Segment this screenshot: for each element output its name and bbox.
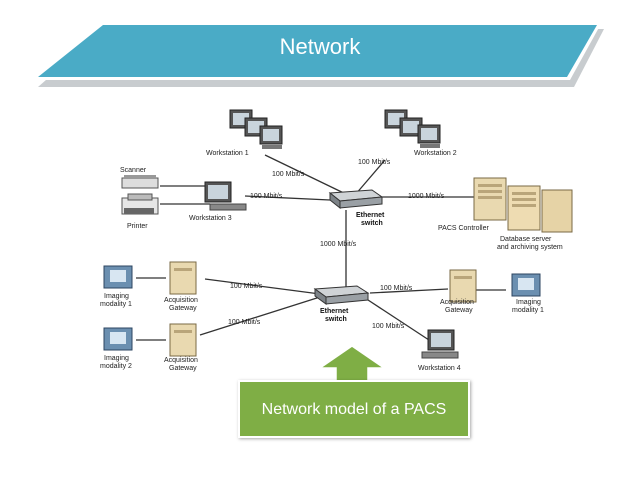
link-speed-gateway-left-bottom: 100 Mbit/s bbox=[228, 319, 261, 326]
pacs-controller-label: PACS Controller bbox=[438, 225, 490, 232]
link-speed-ws3: 100 Mbit/s bbox=[250, 193, 283, 200]
imaging-modality-1-right-icon bbox=[511, 273, 541, 297]
acquisition-gateway-left-top-icon bbox=[169, 261, 197, 295]
scanner-label: Scanner bbox=[120, 167, 147, 174]
acquisition-gateway-left-top-label-2: Gateway bbox=[169, 305, 197, 312]
workstation-1-label: Workstation 1 bbox=[206, 150, 249, 157]
database-server-label-1: Database server bbox=[500, 236, 552, 243]
pacs-controller-icon bbox=[473, 177, 507, 221]
workstation-1-icon bbox=[229, 109, 283, 149]
ethernet-switch-upper-label-1: Ethernet bbox=[356, 212, 385, 219]
workstation-4-label: Workstation 4 bbox=[418, 365, 461, 372]
workstation-2-label: Workstation 2 bbox=[414, 150, 457, 157]
database-server-label-2: and archiving system bbox=[497, 244, 563, 251]
ethernet-switch-upper-label-2: switch bbox=[361, 220, 383, 227]
imaging-modality-2-left-label-2: modality 2 bbox=[100, 363, 132, 370]
acquisition-gateway-left-bottom-label-2: Gateway bbox=[169, 365, 197, 372]
title-banner bbox=[34, 22, 604, 87]
workstation-4-icon bbox=[421, 329, 459, 359]
imaging-modality-2-left-label-1: Imaging bbox=[104, 355, 129, 362]
ethernet-switch-lower-icon bbox=[313, 285, 370, 305]
link-speed-backbone: 1000 Mbit/s bbox=[320, 241, 357, 248]
scanner-icon bbox=[121, 175, 159, 189]
link-speed-pacs: 1000 Mbit/s bbox=[408, 193, 445, 200]
workstation-2-icon bbox=[384, 109, 441, 148]
imaging-modality-1-right-label-2: modality 1 bbox=[512, 307, 544, 314]
acquisition-gateway-right-label-2: Gateway bbox=[445, 307, 473, 314]
acquisition-gateway-left-bottom-icon bbox=[169, 323, 197, 357]
ethernet-switch-upper-icon bbox=[328, 189, 384, 210]
callout-text: Network model of a PACS bbox=[261, 400, 447, 418]
link-speed-gateway-left-top: 100 Mbit/s bbox=[230, 283, 263, 290]
printer-icon bbox=[121, 193, 159, 215]
connection-lines bbox=[136, 154, 506, 343]
link-speed-ws2: 100 Mbit/s bbox=[358, 159, 391, 166]
link-speed-ws1: 100 Mbit/s bbox=[272, 171, 305, 178]
imaging-modality-2-left-icon bbox=[103, 327, 133, 351]
imaging-modality-1-left-label-1: Imaging bbox=[104, 293, 129, 300]
acquisition-gateway-right-icon bbox=[449, 269, 477, 303]
acquisition-gateway-left-top-label-1: Acquisition bbox=[164, 297, 198, 304]
slide-title: Network bbox=[279, 34, 361, 59]
acquisition-gateway-right-label-1: Acquisition bbox=[440, 299, 474, 306]
callout-box: Network model of a PACS bbox=[238, 380, 470, 438]
acquisition-gateway-left-bottom-label-1: Acquisition bbox=[164, 357, 198, 364]
imaging-modality-1-left-label-2: modality 1 bbox=[100, 301, 132, 308]
workstation-3-label: Workstation 3 bbox=[189, 215, 232, 222]
printer-label: Printer bbox=[127, 223, 148, 230]
link-speed-ws4: 100 Mbit/s bbox=[372, 323, 405, 330]
link-speed-gateway-right: 100 Mbit/s bbox=[380, 285, 413, 292]
database-server-icon bbox=[507, 185, 573, 233]
ethernet-switch-lower-label-2: switch bbox=[325, 316, 347, 323]
up-arrow-icon bbox=[317, 345, 387, 383]
workstation-3-icon bbox=[204, 181, 247, 211]
ethernet-switch-lower-label-1: Ethernet bbox=[320, 308, 349, 315]
imaging-modality-1-right-label-1: Imaging bbox=[516, 299, 541, 306]
imaging-modality-1-left-icon bbox=[103, 265, 133, 289]
